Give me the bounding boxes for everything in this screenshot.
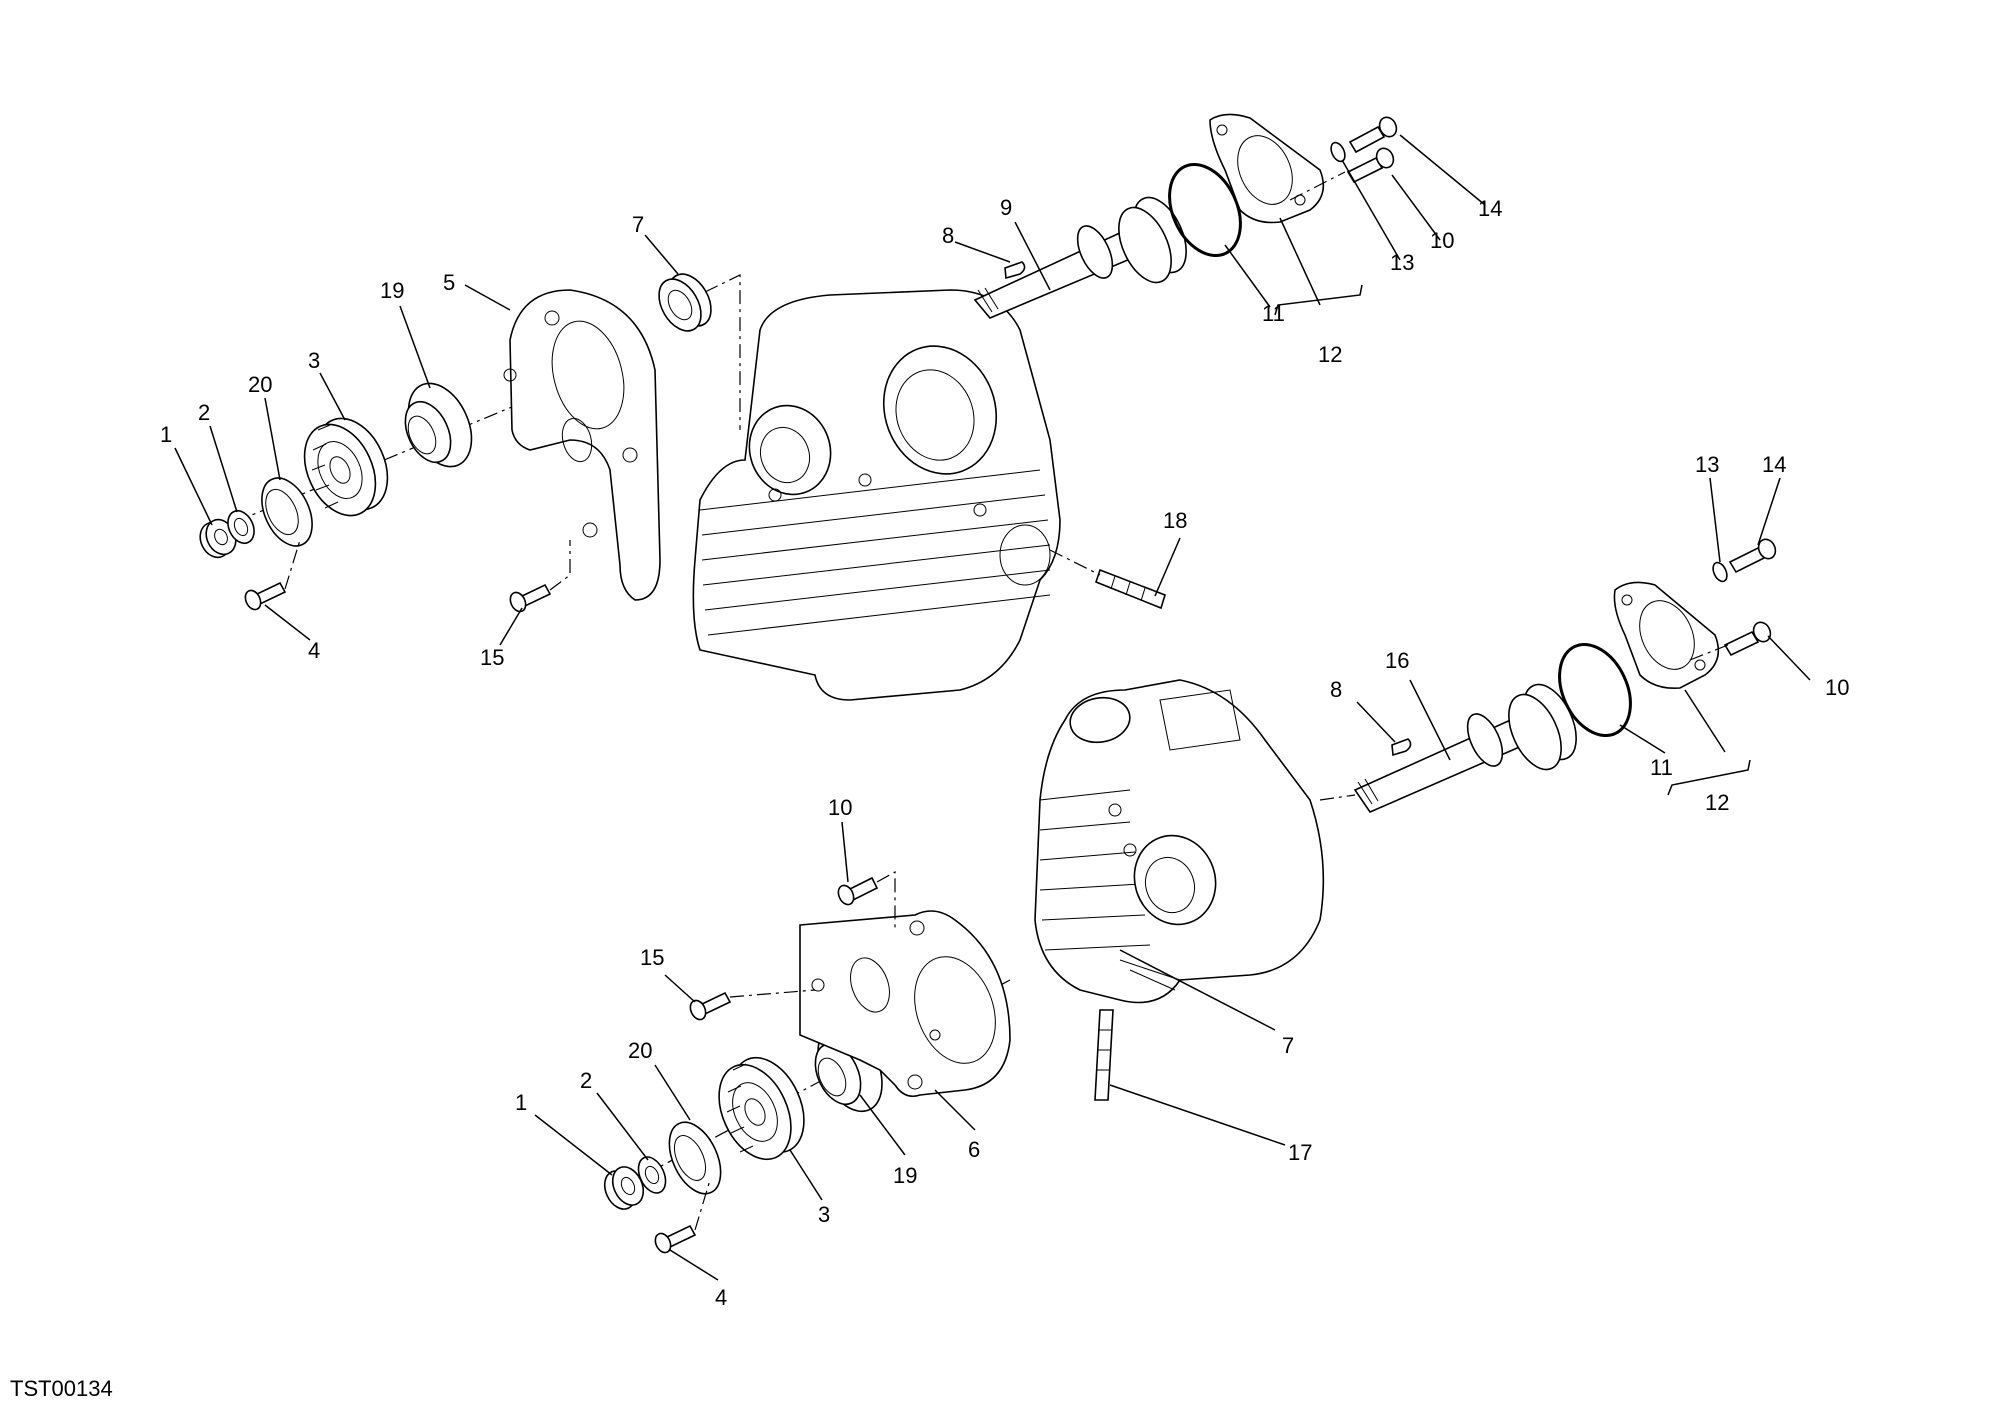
bottom-screw4-guide [694, 1179, 711, 1231]
bottom-leader-lines [534, 477, 1811, 1281]
top-assembly: 1 2 20 3 19 5 7 8 9 11 12 13 10 14 4 15 … [160, 113, 1502, 701]
top-part-2-washer [227, 509, 255, 545]
bottom-callout-7: 7 [1282, 1033, 1294, 1058]
bottom-callout-15: 15 [640, 945, 664, 970]
bottom-callout-2: 2 [580, 1068, 592, 1093]
top-callout-20: 20 [248, 372, 272, 397]
bottom-cover-guide [1689, 644, 1729, 661]
bottom-upper-screw-guide [876, 870, 896, 930]
bottom-callout-labels: 1 2 20 3 19 6 7 8 16 11 12 13 14 10 10 1… [515, 452, 1849, 1310]
top-cylinder-head [692, 289, 1061, 701]
top-callout-12: 12 [1318, 342, 1342, 367]
bottom-part-1-nut [603, 1166, 645, 1210]
top-seal-guide [704, 274, 741, 430]
bottom-part-12-end-cover [1613, 581, 1720, 690]
top-stud-guide [1049, 549, 1101, 576]
top-callout-labels: 1 2 20 3 19 5 7 8 9 11 12 13 10 14 4 15 … [160, 195, 1502, 670]
bottom-part-3-pulley [718, 1056, 805, 1161]
top-part-8-key [1004, 261, 1026, 280]
top-part-5-belt-cover [503, 289, 661, 601]
bottom-part-17-stud [1094, 1009, 1114, 1101]
top-part-20-plate [261, 477, 313, 547]
bottom-assembly: 1 2 20 3 19 6 7 8 16 11 12 13 14 10 10 1… [515, 452, 1849, 1310]
top-callout-1: 1 [160, 422, 172, 447]
top-screw4-guide [284, 539, 301, 590]
bottom-part-14-screw [1728, 538, 1777, 574]
bottom-callout-20: 20 [628, 1038, 652, 1063]
top-part-12-end-cover [1209, 113, 1325, 224]
bottom-callout-19: 19 [893, 1163, 917, 1188]
top-callout-14: 14 [1478, 196, 1502, 221]
top-part-14-screw [1348, 116, 1398, 154]
top-callout-8: 8 [942, 223, 954, 248]
top-callout-11: 11 [1262, 301, 1285, 326]
top-part-9-camshaft [973, 196, 1187, 319]
bottom-callout-3: 3 [818, 1202, 830, 1227]
bottom-callout-4: 4 [715, 1285, 727, 1310]
bottom-callout-12: 12 [1705, 790, 1729, 815]
bottom-part-16-camshaft [1353, 683, 1577, 813]
bottom-callout-8: 8 [1330, 677, 1342, 702]
top-callout-9: 9 [1000, 195, 1012, 220]
top-part-10-screw [1346, 147, 1395, 184]
top-part-15-screw [509, 583, 552, 613]
top-part-4-screw [244, 581, 287, 611]
top-callout-13: 13 [1390, 250, 1414, 275]
bottom-callout-1: 1 [515, 1090, 527, 1115]
bottom-part-10-upper-screw [837, 876, 879, 906]
bottom-part-2-washer [637, 1156, 667, 1194]
bottom-part-8-key [1391, 738, 1412, 757]
bottom-part-4-screw [654, 1224, 697, 1254]
top-callout-5: 5 [443, 270, 455, 295]
top-callout-2: 2 [198, 400, 210, 425]
top-callout-7: 7 [632, 212, 644, 237]
top-callout-19: 19 [380, 278, 404, 303]
bottom-part-6-belt-cover [799, 910, 1011, 1098]
bottom-shaft-guide [1319, 794, 1356, 801]
bottom-part-13-washer [1712, 561, 1728, 583]
bottom-part-15-screw [689, 991, 732, 1021]
top-screw15-guide [549, 540, 571, 591]
bottom-callout-16: 16 [1385, 648, 1409, 673]
top-callout-15: 15 [480, 645, 504, 670]
top-part-7-seal [658, 273, 712, 332]
top-part-19-hub [404, 382, 473, 468]
top-leader-lines [174, 134, 1486, 646]
top-callout-3: 3 [308, 348, 320, 373]
top-part-3-pulley [303, 417, 389, 517]
top-callout-10: 10 [1430, 228, 1454, 253]
bottom-part-20-plate [668, 1121, 722, 1195]
bottom-callout-11: 11 [1650, 755, 1673, 780]
top-callout-18: 18 [1163, 508, 1187, 533]
top-cover-guide [1289, 171, 1346, 201]
bottom-callout-10-upper: 10 [828, 795, 852, 820]
bottom-cylinder-head [1034, 679, 1325, 1004]
bottom-callout-17: 17 [1288, 1140, 1312, 1165]
bottom-part-11-oring [1558, 642, 1632, 738]
top-part-11-oring [1168, 162, 1242, 258]
bottom-part-10-screw [1723, 621, 1772, 657]
bottom-callout-10: 10 [1825, 675, 1849, 700]
bottom-callout-14: 14 [1762, 452, 1786, 477]
bottom-callout-6: 6 [968, 1137, 980, 1162]
bottom-callout-13: 13 [1695, 452, 1719, 477]
top-part-18-stud [1095, 568, 1166, 610]
drawing-code: TST00134 [10, 1376, 113, 1401]
top-callout-4: 4 [308, 638, 320, 663]
top-part-13-washer [1330, 141, 1346, 163]
